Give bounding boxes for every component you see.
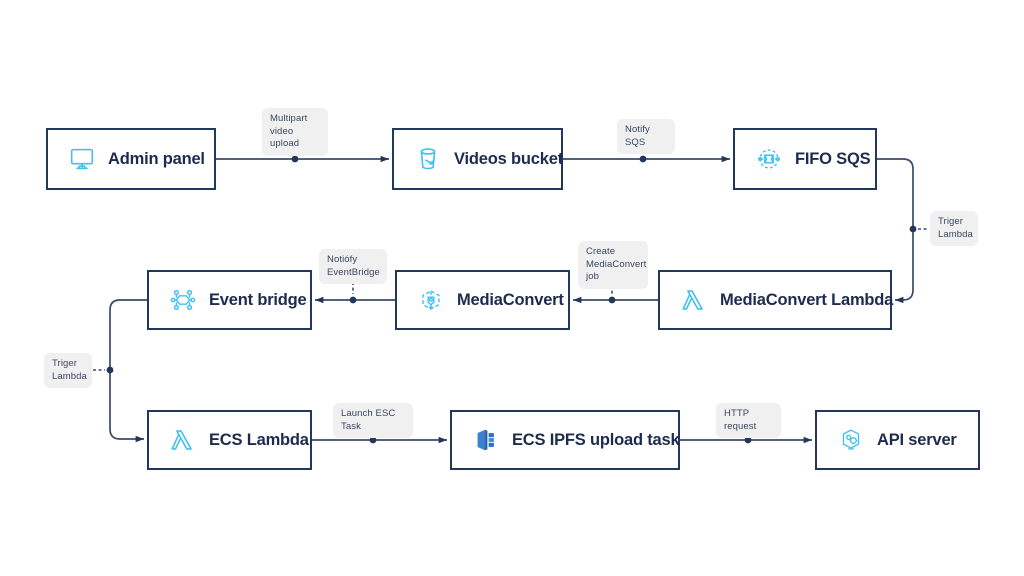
node-label: MediaConvert [457,290,564,309]
edge-label-notify-sqs: Notify SQS [617,119,675,154]
node-label: FIFO SQS [795,149,871,168]
node-videos-bucket[interactable]: Videos bucket [392,128,563,190]
s3-bucket-icon [412,143,444,175]
monitor-icon [66,143,98,175]
lambda-icon [167,424,199,456]
node-label: ECS IPFS upload task [512,430,680,449]
node-label: ECS Lambda [209,430,309,449]
edge-label-notiofy-eventbridge: Notiófy EventBridge [319,249,387,284]
edge-eventbridge-to-ecs-lambda [109,299,147,443]
node-label: Event bridge [209,290,307,309]
node-api-server[interactable]: API server [815,410,980,470]
node-admin-panel[interactable]: Admin panel [46,128,216,190]
eventbridge-icon [167,284,199,316]
node-mediaconvert-lambda[interactable]: MediaConvert Lambda [658,270,894,330]
node-mediaconvert[interactable]: MediaConvert [395,270,570,330]
edge-label-create-mediaconvert-job: Create MediaConvert job [578,241,648,289]
edge-label-multipart-video-upload: Multipart video upload [262,108,328,156]
node-fifo-sqs[interactable]: FIFO SQS [733,128,877,190]
api-server-icon [835,424,867,456]
node-label: API server [877,430,957,449]
mediaconvert-icon [415,284,447,316]
ecs-icon [470,424,502,456]
edge-label-triger-lambda-left: Triger Lambda [44,353,92,388]
sqs-queue-icon [753,143,785,175]
edge-label-http-request: HTTP request [716,403,781,438]
node-ecs-ipfs-upload-task[interactable]: ECS IPFS upload task [450,410,680,470]
lambda-icon [678,284,710,316]
node-ecs-lambda[interactable]: ECS Lambda [147,410,312,470]
node-label: MediaConvert Lambda [720,290,894,309]
edge-label-triger-lambda-right: Triger Lambda [930,211,978,246]
node-label: Videos bucket [454,149,563,168]
node-event-bridge[interactable]: Event bridge [147,270,312,330]
edge-label-launch-esc-task: Launch ESC Task [333,403,413,438]
node-label: Admin panel [108,149,205,168]
